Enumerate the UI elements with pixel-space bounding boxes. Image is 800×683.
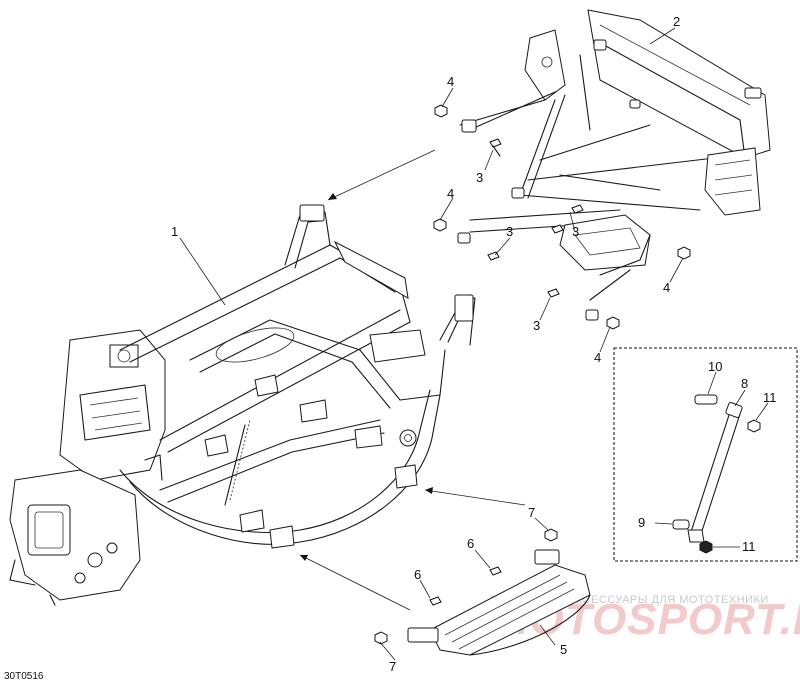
callout-5: 5: [560, 642, 567, 657]
footrest: [407, 549, 591, 656]
callout-4: 4: [447, 186, 454, 201]
callout-8: 8: [741, 376, 748, 391]
callout-3: 3: [533, 318, 540, 333]
callout-4: 4: [663, 280, 670, 295]
callout-1: 1: [171, 224, 178, 239]
callout-4: 4: [594, 350, 601, 365]
callout-10: 10: [708, 359, 722, 374]
callout-3: 3: [476, 170, 483, 185]
callout-3: 3: [572, 224, 579, 239]
callout-11: 11: [742, 539, 756, 554]
callout-9: 9: [638, 515, 645, 530]
callout-2: 2: [673, 14, 680, 29]
assembly-arrows: [299, 149, 526, 611]
callout-11: 11: [763, 390, 777, 405]
detail-inset: [613, 347, 798, 562]
callout-6: 6: [414, 567, 421, 582]
callout-7: 7: [389, 659, 396, 674]
callout-7: 7: [528, 505, 535, 520]
rear-subframe: [457, 9, 771, 321]
callout-leaders: [179, 27, 769, 661]
callout-3: 3: [506, 224, 513, 239]
figure-code: 30T0516: [4, 671, 44, 682]
footrest-hardware: [374, 528, 558, 645]
main-frame: [9, 204, 476, 606]
callout-numbers: 1 2 4 3 4 3 3 4 3 4 5 6 6 7 7 8 9 10 11 …: [171, 14, 777, 674]
callout-6: 6: [467, 536, 474, 551]
callout-4: 4: [447, 74, 454, 89]
